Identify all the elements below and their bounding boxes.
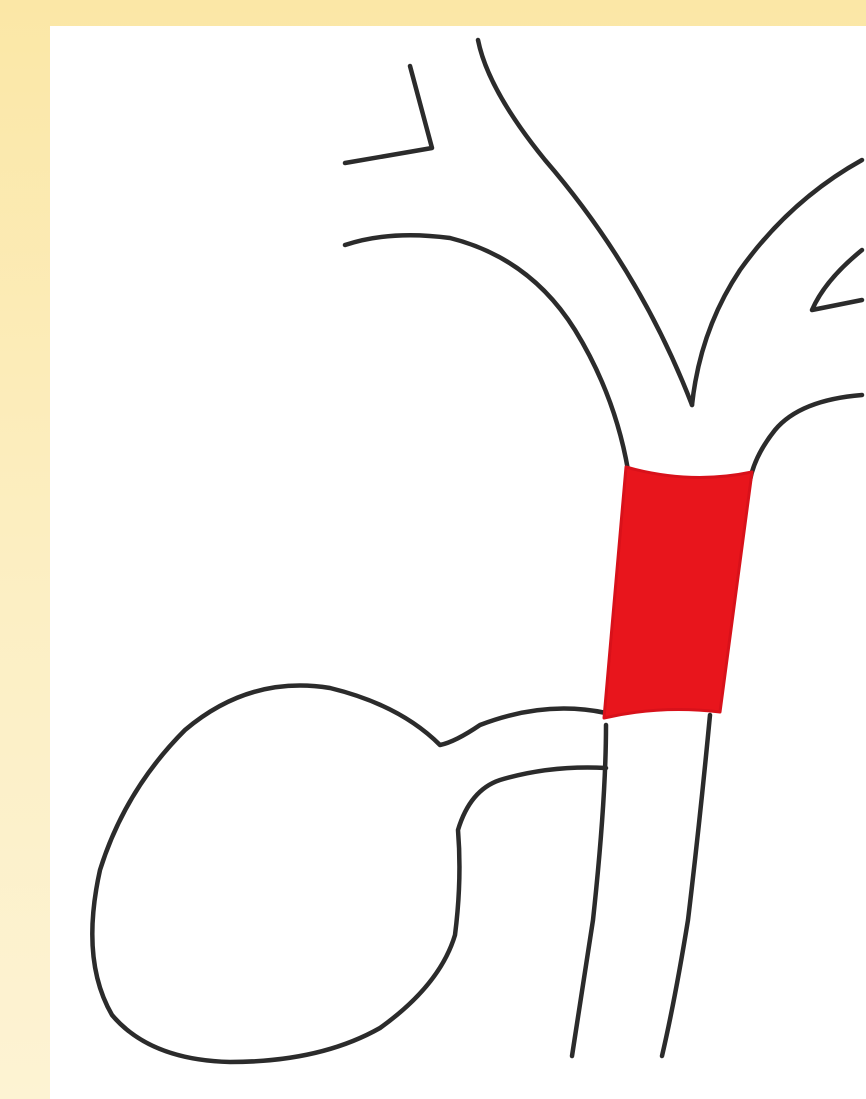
right-lower-vessel-wall (750, 395, 862, 480)
highlighted-segment (604, 467, 752, 718)
descending-left-wall (572, 725, 606, 1056)
left-branch-wall (345, 235, 628, 470)
upper-right-vessel-wall (692, 160, 862, 405)
vessel-diagram (50, 26, 866, 1099)
chamber-outline (92, 686, 606, 1062)
descending-right-wall (662, 715, 710, 1056)
diagram-panel (50, 26, 866, 1099)
right-v-stroke (812, 250, 862, 310)
upper-left-v-stroke (345, 66, 432, 163)
